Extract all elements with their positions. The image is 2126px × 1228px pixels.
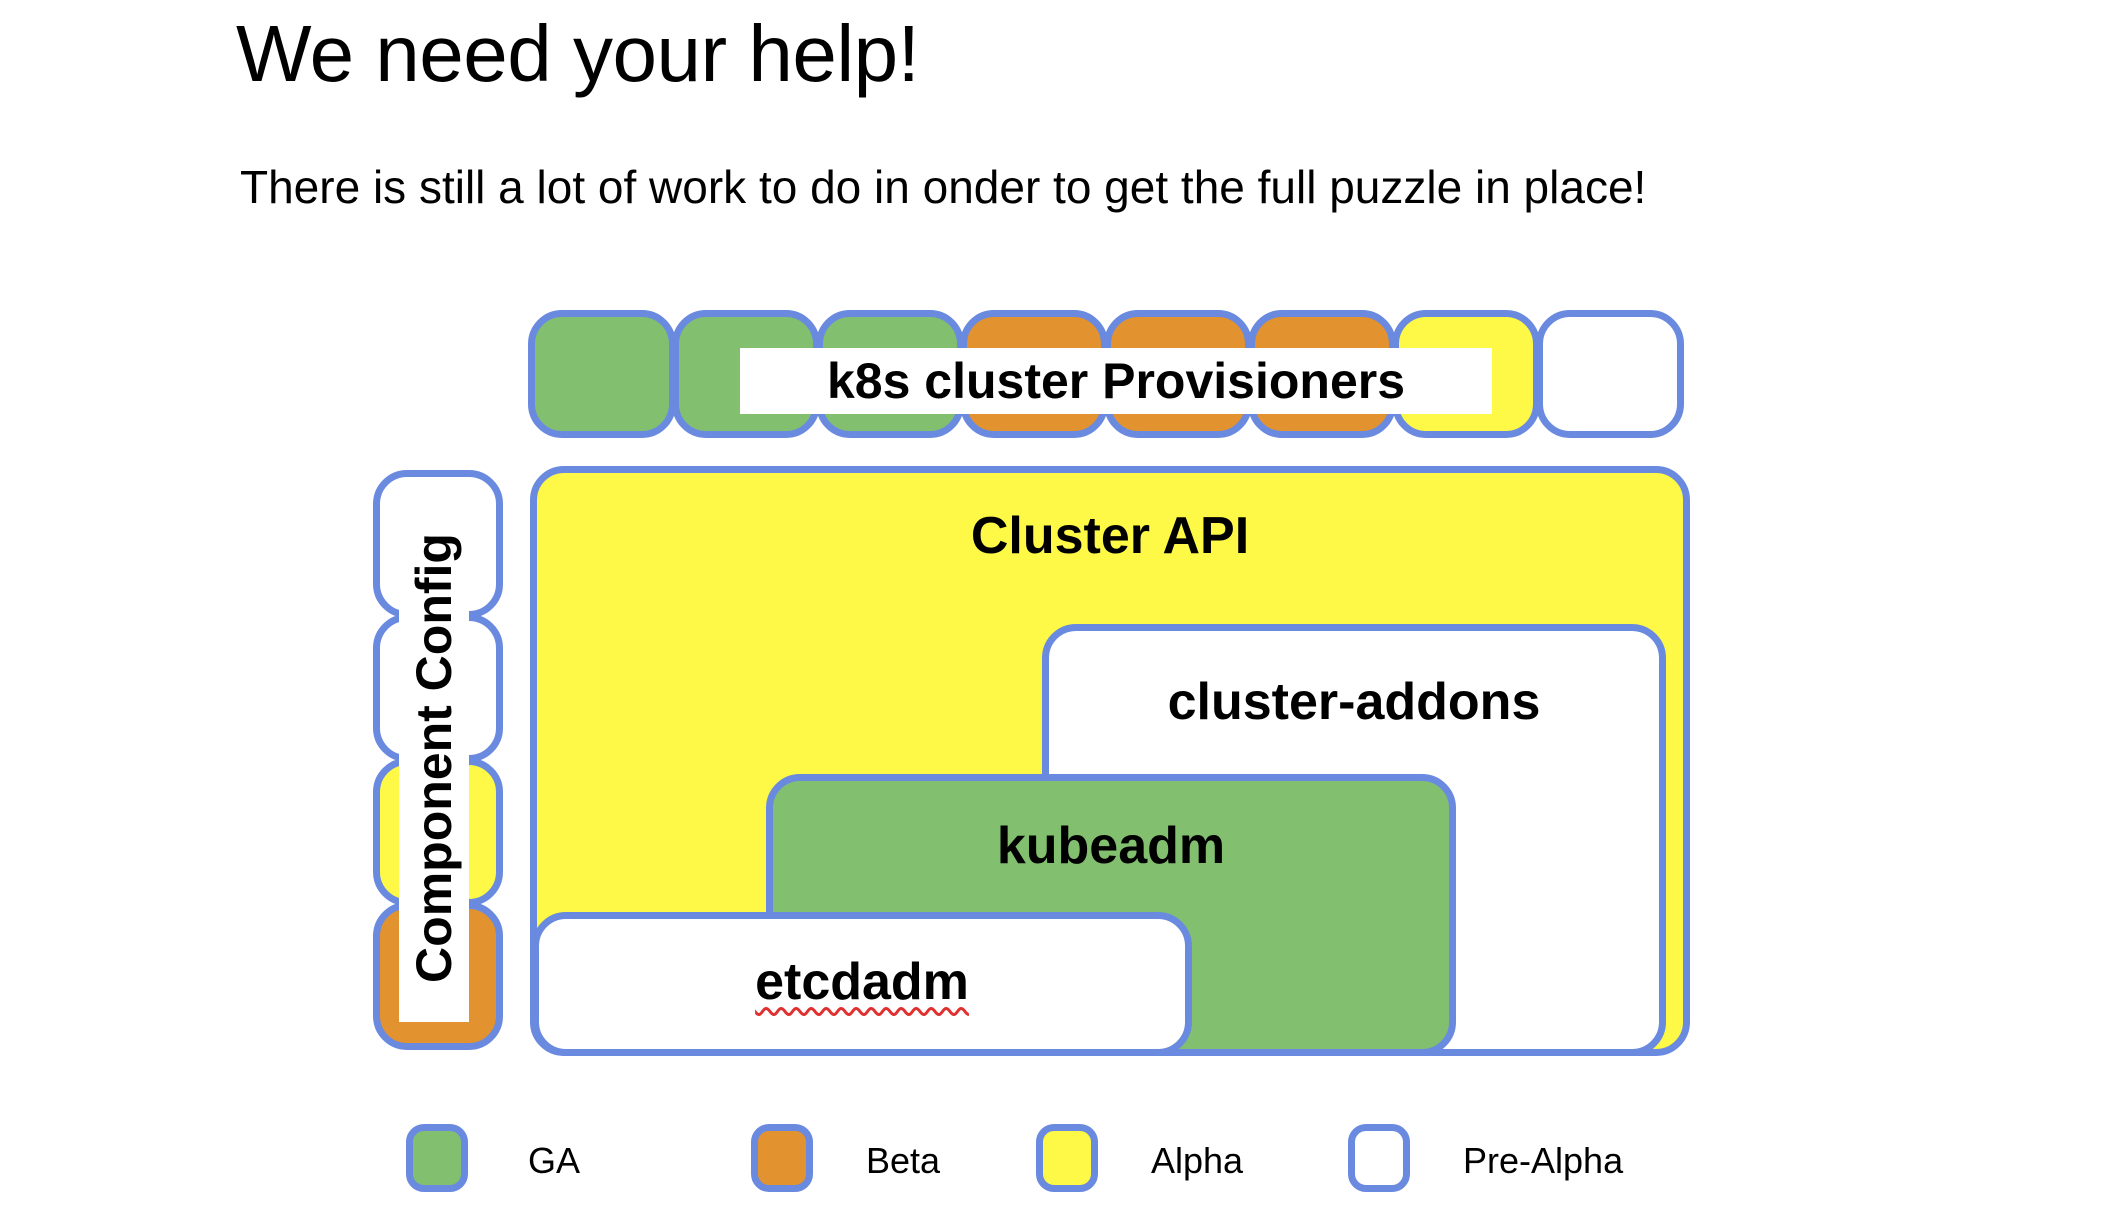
- cluster-api-label: Cluster API: [970, 507, 1250, 565]
- page-title: We need your help!: [236, 9, 920, 98]
- legend-swatch-beta[interactable]: [751, 1124, 813, 1192]
- cluster-addons-label: cluster-addons: [1167, 673, 1541, 731]
- etcdadm-label: etcdadm: [755, 953, 969, 1011]
- legend-swatch-ga[interactable]: [406, 1124, 468, 1192]
- provisioners-label: k8s cluster Provisioners: [826, 353, 1406, 409]
- legend-label-alpha: Alpha: [1151, 1140, 1244, 1181]
- legend-label-ga: GA: [528, 1140, 581, 1181]
- legend-label-beta: Beta: [866, 1140, 941, 1181]
- legend-swatch-prealpha[interactable]: [1348, 1124, 1410, 1192]
- legend-swatch-alpha[interactable]: [1036, 1124, 1098, 1192]
- page-subtitle: There is still a lot of work to do in on…: [240, 161, 1647, 213]
- kubeadm-label: kubeadm: [996, 817, 1226, 875]
- provisioners-label-band: k8s cluster Provisioners: [740, 348, 1492, 414]
- legend-label-prealpha: Pre-Alpha: [1463, 1140, 1624, 1181]
- component-config-label: Component Config: [406, 533, 462, 983]
- provisioner-tile-8[interactable]: [1536, 310, 1684, 438]
- etcdadm-box[interactable]: [532, 912, 1192, 1056]
- component-config-label-band: Component Config: [399, 494, 469, 1022]
- provisioner-tile-1[interactable]: [528, 310, 676, 438]
